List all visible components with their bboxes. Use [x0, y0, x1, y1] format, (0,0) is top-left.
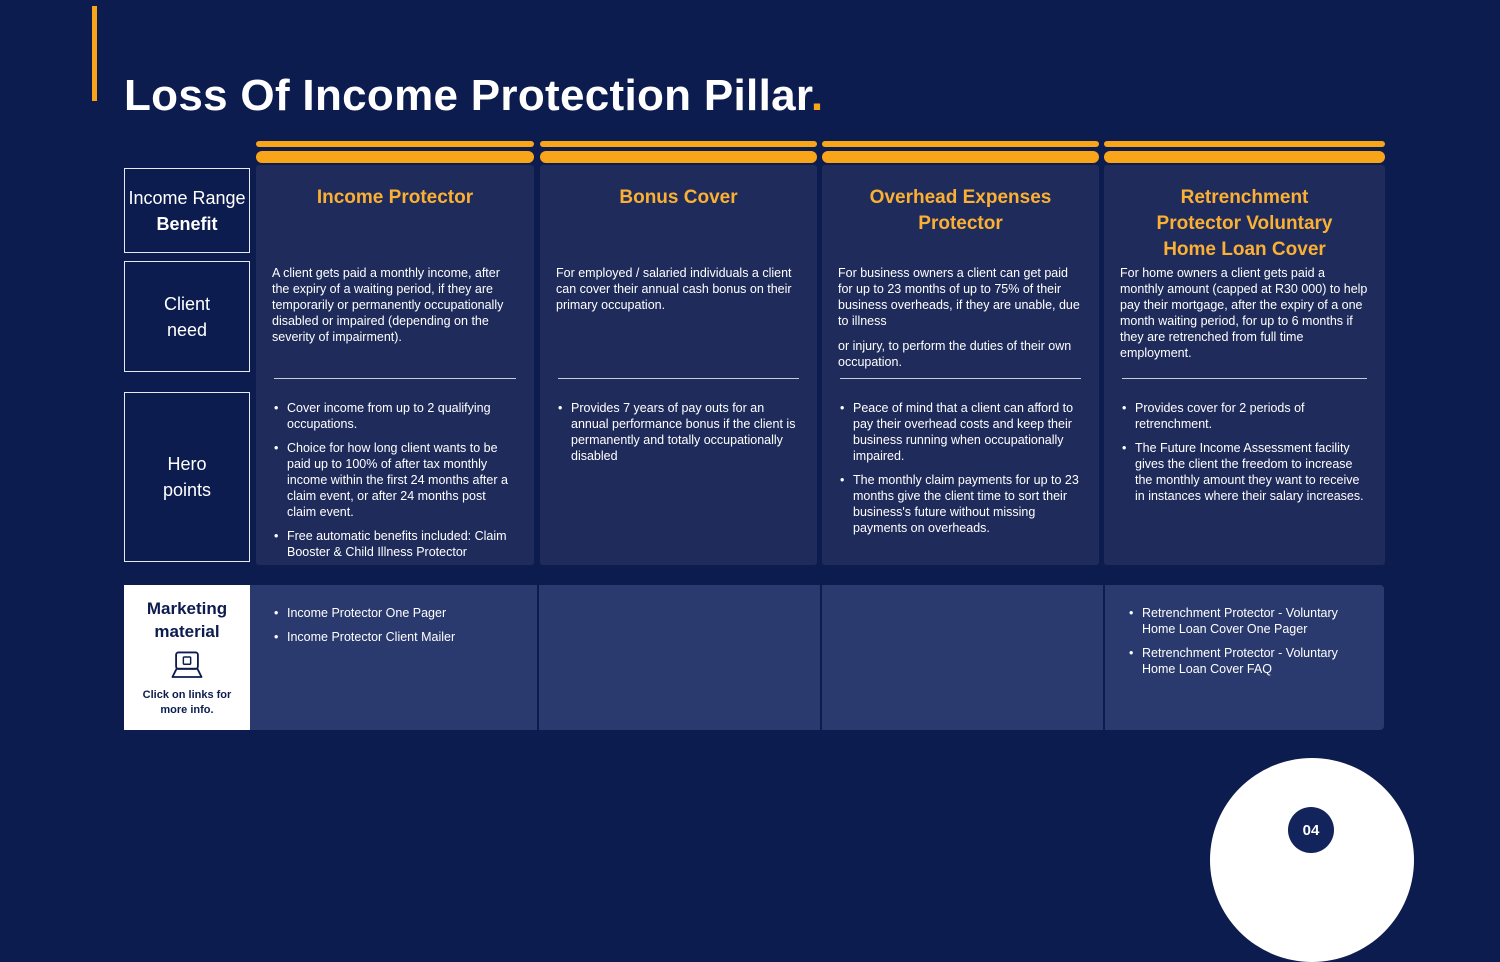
hero-points-list: Provides 7 years of pay outs for an annu… [556, 400, 801, 464]
column-top-bar-thick [822, 151, 1099, 163]
hero-point: Cover income from up to 2 qualifying occ… [272, 400, 518, 432]
marketing-cell-retrenchment-protector: Retrenchment Protector - Voluntary Home … [1103, 585, 1384, 730]
column-retrenchment-protector: Retrenchment Protector Voluntary Home Lo… [1104, 141, 1385, 565]
column-top-bar-thick [540, 151, 817, 163]
client-need-text: A client gets paid a monthly income, aft… [272, 265, 518, 378]
column-card: Overhead Expenses Protector For business… [822, 165, 1099, 565]
column-card: Income Protector A client gets paid a mo… [256, 165, 534, 565]
column-income-protector: Income Protector A client gets paid a mo… [256, 141, 534, 565]
column-top-bar-thin [540, 141, 817, 147]
client-need-paragraph: For business owners a client can get pai… [838, 266, 1080, 328]
page-title-text: Loss Of Income Protection Pillar [124, 71, 811, 121]
hero-points-list: Cover income from up to 2 qualifying occ… [272, 400, 518, 560]
hero-points-list: Provides cover for 2 periods of retrench… [1120, 400, 1369, 504]
column-bonus-cover: Bonus Cover For employed / salaried indi… [540, 141, 817, 565]
column-title: Income Protector [316, 187, 474, 208]
card-divider [274, 378, 516, 379]
marketing-material-note: Click on links for more info. [142, 689, 232, 716]
page-number-badge: 04 [1288, 807, 1334, 853]
client-need-paragraph: or injury, to perform the duties of thei… [838, 339, 1072, 369]
marketing-link[interactable]: Retrenchment Protector - Voluntary Home … [1127, 605, 1370, 637]
marketing-material-row: Income Protector One PagerIncome Protect… [250, 585, 1384, 730]
client-need-text: For business owners a client can get pai… [838, 265, 1083, 378]
hero-point: Free automatic benefits included: Claim … [272, 528, 518, 560]
hero-point: The monthly claim payments for up to 23 … [838, 472, 1083, 536]
marketing-link[interactable]: Income Protector Client Mailer [272, 629, 523, 645]
marketing-material-label: Marketing material [146, 599, 228, 641]
client-need-paragraph: For home owners a client gets paid a mon… [1120, 266, 1368, 360]
row-label-hero-points: Hero points [124, 392, 250, 562]
row-label-client-need: Client need [124, 261, 250, 372]
column-top-bar-thin [822, 141, 1099, 147]
marketing-cell-overhead-expenses [820, 585, 1103, 730]
marketing-material-box: Marketing material Click on links for mo… [124, 585, 250, 730]
laptop-icon [167, 650, 207, 684]
hero-point: Peace of mind that a client can afford t… [838, 400, 1083, 464]
column-title: Retrenchment Protector Voluntary Home Lo… [1156, 187, 1333, 260]
marketing-link[interactable]: Retrenchment Protector - Voluntary Home … [1127, 645, 1370, 677]
column-card: Bonus Cover For employed / salaried indi… [540, 165, 817, 565]
hero-point: The Future Income Assessment facility gi… [1120, 440, 1369, 504]
income-range-label: Income Range [128, 187, 246, 208]
hero-points-label: Hero points [162, 454, 212, 500]
marketing-links-list: Income Protector One PagerIncome Protect… [272, 605, 523, 645]
hero-point: Choice for how long client wants to be p… [272, 440, 518, 520]
page-title-period: . [810, 71, 824, 121]
column-top-bar-thin [256, 141, 534, 147]
benefit-label: Benefit [156, 213, 218, 234]
marketing-cell-income-protector: Income Protector One PagerIncome Protect… [250, 585, 537, 730]
column-top-bar-thick [256, 151, 534, 163]
card-divider [840, 378, 1081, 379]
client-need-text: For home owners a client gets paid a mon… [1120, 265, 1369, 378]
column-overhead-expenses-protector: Overhead Expenses Protector For business… [822, 141, 1099, 565]
card-divider [1122, 378, 1367, 379]
column-title: Bonus Cover [619, 187, 738, 208]
hero-point: Provides cover for 2 periods of retrench… [1120, 400, 1369, 432]
column-title: Overhead Expenses Protector [869, 187, 1052, 234]
row-label-text: Income Range Benefit [128, 185, 245, 237]
client-need-paragraph: For employed / salaried individuals a cl… [556, 266, 792, 312]
hero-points-list: Peace of mind that a client can afford t… [838, 400, 1083, 536]
client-need-label: Client need [163, 293, 211, 340]
title-accent-line [92, 6, 97, 101]
page-number: 04 [1302, 821, 1320, 839]
marketing-link[interactable]: Income Protector One Pager [272, 605, 523, 621]
marketing-links-list: Retrenchment Protector - Voluntary Home … [1127, 605, 1370, 677]
page-corner-circle [1210, 758, 1414, 962]
client-need-paragraph: A client gets paid a monthly income, aft… [272, 266, 504, 344]
page-title: Loss Of Income Protection Pillar. [124, 71, 823, 121]
marketing-cell-bonus-cover [537, 585, 820, 730]
column-top-bar-thin [1104, 141, 1385, 147]
column-top-bar-thick [1104, 151, 1385, 163]
column-card: Retrenchment Protector Voluntary Home Lo… [1104, 165, 1385, 565]
hero-point: Provides 7 years of pay outs for an annu… [556, 400, 801, 464]
client-need-text: For employed / salaried individuals a cl… [556, 265, 801, 378]
row-label-income-range-benefit: Income Range Benefit [124, 168, 250, 253]
card-divider [558, 378, 799, 379]
